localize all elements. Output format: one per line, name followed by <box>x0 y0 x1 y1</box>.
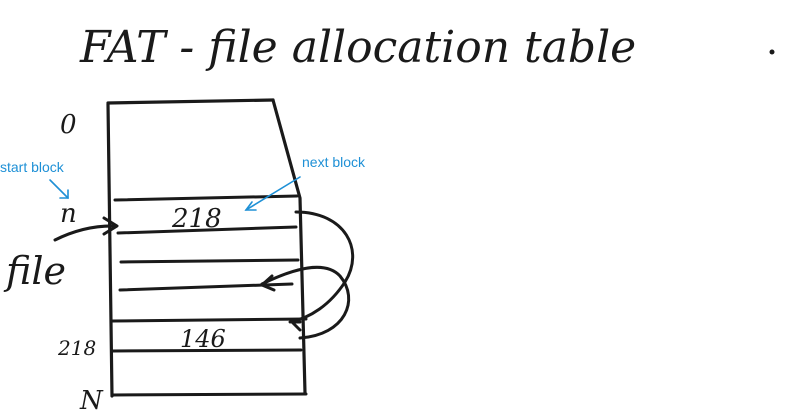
chain-arrow-1 <box>288 210 355 324</box>
chain-arrow-2-head <box>260 274 276 292</box>
start-block-pointer-head <box>59 189 69 199</box>
title-period <box>769 49 775 55</box>
diagram-title: FAT - file allocation table <box>79 22 636 73</box>
table-bottom-edge <box>110 392 308 397</box>
row-line-6 <box>110 348 303 353</box>
row-label-zero: 0 <box>60 110 77 140</box>
file-arrow <box>53 224 118 242</box>
row-label-n: n <box>60 199 77 229</box>
row-line-3 <box>119 258 300 264</box>
chain-arrow-2 <box>260 265 351 340</box>
row-label-218: 218 <box>57 336 96 360</box>
cell-start-entry: 218 <box>171 204 222 234</box>
table-right-edge <box>271 98 307 395</box>
file-arrow-head <box>102 216 119 236</box>
row-line-5 <box>110 317 308 323</box>
table-top-edge <box>106 98 275 105</box>
next-block-pointer <box>245 176 301 211</box>
file-label: file <box>3 249 66 293</box>
cell-second-entry: 146 <box>180 325 226 353</box>
chain-arrow-1-head <box>290 320 302 332</box>
next-block-annotation: next block <box>302 154 366 170</box>
table-left-edge <box>106 102 114 398</box>
next-block-pointer-head <box>244 201 257 211</box>
start-block-pointer <box>49 179 69 199</box>
row-label-N: N <box>79 386 104 416</box>
row-line-1 <box>113 194 299 202</box>
fat-table <box>106 98 308 398</box>
start-block-annotation: start block <box>0 159 65 175</box>
row-line-2 <box>116 225 298 235</box>
